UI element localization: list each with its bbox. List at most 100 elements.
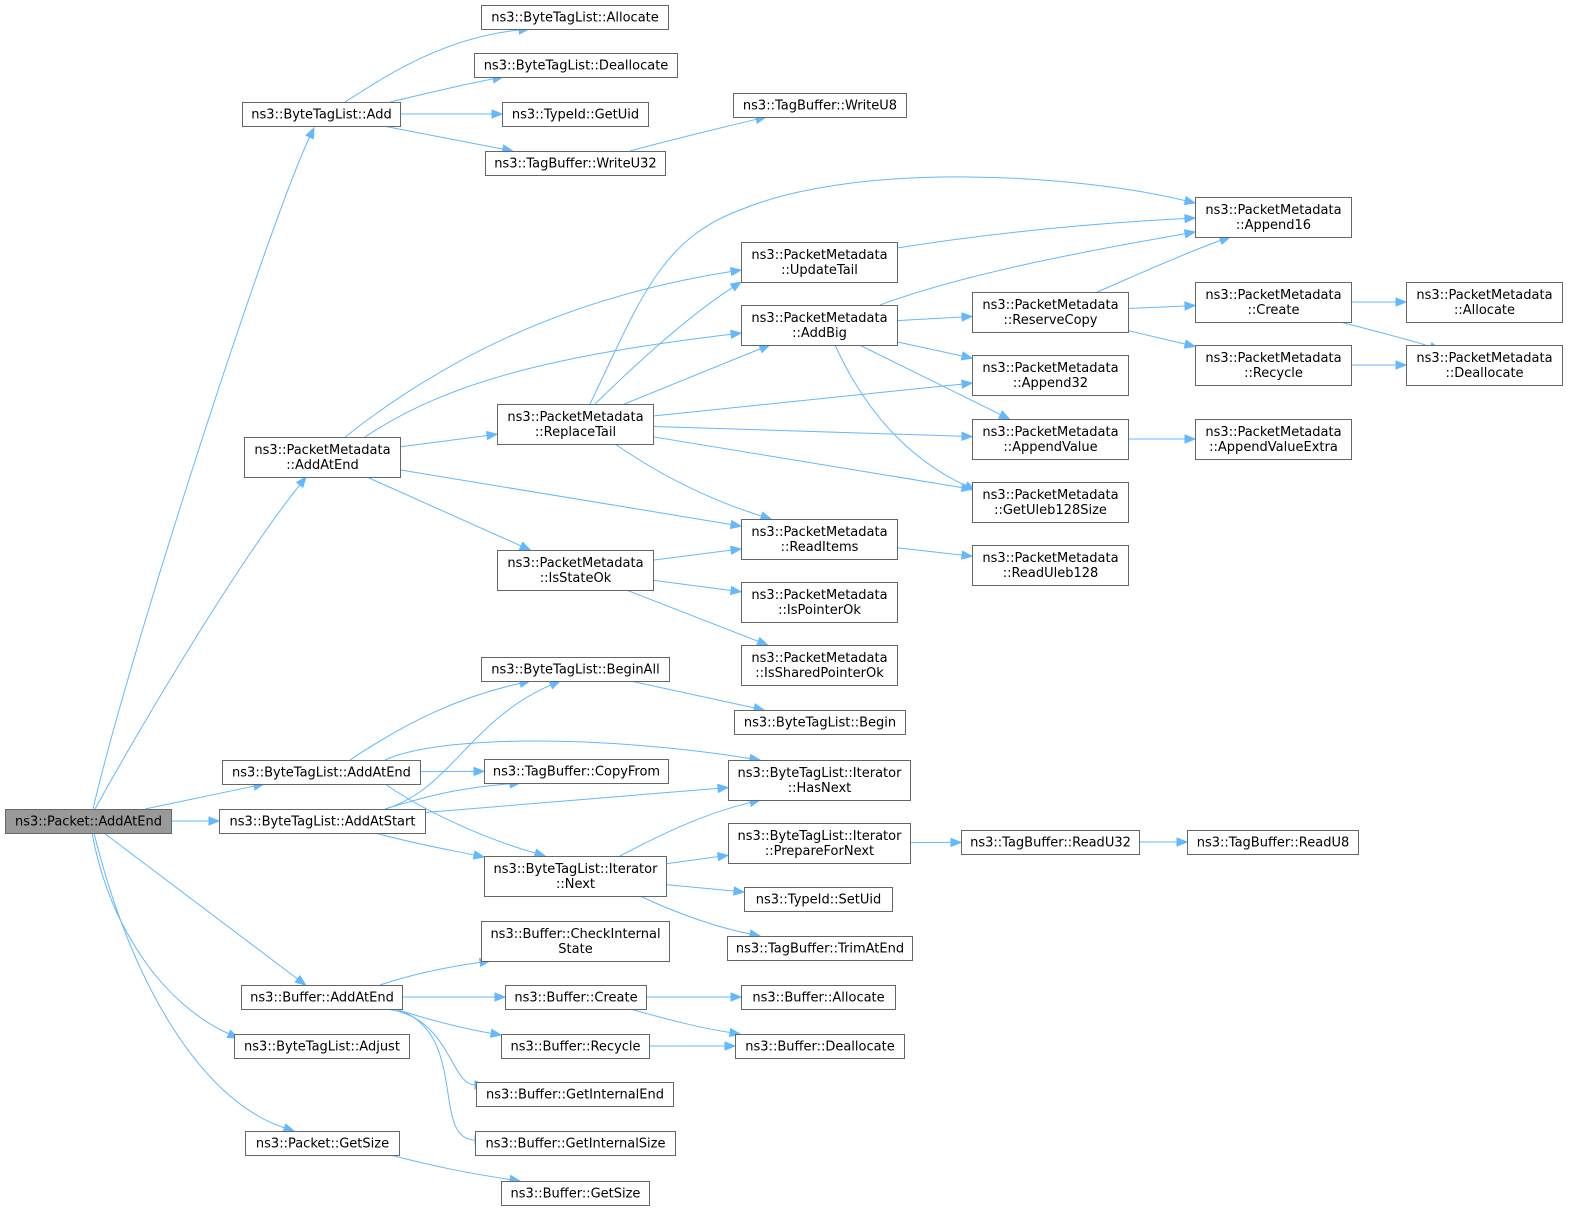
node-buf-allocate[interactable]: ns3::Buffer::Allocate bbox=[741, 985, 896, 1010]
node-label: ::IsPointerOk bbox=[778, 603, 861, 618]
node-label: ns3::ByteTagList::Iterator bbox=[738, 766, 903, 781]
edge-btl_addatstart-to-btl_beginall bbox=[384, 680, 562, 810]
edge-btl_add-to-typeid_getuid bbox=[400, 109, 504, 119]
node-pm-allocate[interactable]: ns3::PacketMetadata::Allocate bbox=[1406, 282, 1563, 323]
node-btl-addatstart[interactable]: ns3::ByteTagList::AddAtStart bbox=[219, 809, 426, 834]
node-pm-issharedpointerok[interactable]: ns3::PacketMetadata::IsSharedPointerOk bbox=[741, 645, 898, 686]
edge-buf_addatend-to-buf_create bbox=[402, 992, 507, 1002]
node-btl-it-hasnext[interactable]: ns3::ByteTagList::Iterator::HasNext bbox=[728, 760, 911, 801]
node-pm-append16[interactable]: ns3::PacketMetadata::Append16 bbox=[1195, 197, 1352, 238]
node-pm-create[interactable]: ns3::PacketMetadata::Create bbox=[1195, 282, 1352, 323]
edge-line bbox=[624, 348, 761, 405]
node-box bbox=[972, 482, 1129, 523]
node-box bbox=[1195, 345, 1352, 386]
edge-pm_create-to-pm_allocate bbox=[1351, 297, 1408, 307]
edge-line bbox=[859, 344, 1001, 416]
node-buf-addatend[interactable]: ns3::Buffer::AddAtEnd bbox=[241, 985, 403, 1010]
node-label: ns3::PacketMetadata bbox=[751, 525, 887, 540]
node-pm-readuleb128[interactable]: ns3::PacketMetadata::ReadUleb128 bbox=[972, 545, 1129, 586]
node-btl-add[interactable]: ns3::ByteTagList::Add bbox=[242, 102, 401, 127]
edge-arrowhead bbox=[494, 992, 507, 1002]
node-buf-recycle[interactable]: ns3::Buffer::Recycle bbox=[501, 1034, 650, 1059]
node-tb-writeu8[interactable]: ns3::TagBuffer::WriteU8 bbox=[733, 93, 907, 118]
node-box bbox=[474, 53, 678, 78]
node-btl-beginall[interactable]: ns3::ByteTagList::BeginAll bbox=[481, 657, 670, 682]
node-btl-it-next[interactable]: ns3::ByteTagList::Iterator::Next bbox=[484, 856, 667, 897]
edge-btl_addatend-to-btl_beginall bbox=[349, 678, 532, 761]
node-buf-create[interactable]: ns3::Buffer::Create bbox=[505, 985, 647, 1010]
edge-arrowhead bbox=[491, 109, 504, 119]
node-buf-getinternalsize[interactable]: ns3::Buffer::GetInternalSize bbox=[475, 1131, 676, 1156]
node-pm-reservecopy[interactable]: ns3::PacketMetadata::ReserveCopy bbox=[972, 292, 1129, 333]
edge-pm_addatend-to-pm_updatetail bbox=[344, 266, 743, 438]
node-tb-copyfrom[interactable]: ns3::TagBuffer::CopyFrom bbox=[484, 759, 669, 784]
edge-line bbox=[424, 787, 719, 814]
node-label: ns3::PacketMetadata bbox=[507, 556, 643, 571]
node-box bbox=[222, 760, 421, 785]
edge-line bbox=[629, 118, 757, 152]
node-pm-appendvalue[interactable]: ns3::PacketMetadata::AppendValue bbox=[972, 419, 1129, 460]
edge-pkt_addatend-to-pm_addatend bbox=[94, 475, 307, 810]
edge-pm_recycle-to-pm_deallocate bbox=[1351, 360, 1408, 370]
edge-arrowhead bbox=[724, 1041, 737, 1051]
node-buf-deallocate[interactable]: ns3::Buffer::Deallocate bbox=[735, 1034, 905, 1059]
edge-arrowhead bbox=[729, 585, 743, 596]
node-tb-trimatend[interactable]: ns3::TagBuffer::TrimAtEnd bbox=[727, 936, 913, 961]
node-buf-getsize[interactable]: ns3::Buffer::GetSize bbox=[501, 1181, 650, 1206]
node-label: ns3::Buffer::CheckInternal bbox=[490, 927, 660, 942]
edge-pm_isstateok-to-pm_ispointerok bbox=[652, 579, 743, 596]
node-btl-begin[interactable]: ns3::ByteTagList::Begin bbox=[734, 710, 906, 735]
node-btl-it-preparefornext[interactable]: ns3::ByteTagList::Iterator::PrepareForNe… bbox=[728, 823, 911, 864]
node-pm-isstateok[interactable]: ns3::PacketMetadata::IsStateOk bbox=[497, 550, 654, 591]
node-pm-readitems[interactable]: ns3::PacketMetadata::ReadItems bbox=[741, 519, 898, 560]
node-box bbox=[1195, 282, 1352, 323]
node-box bbox=[1195, 419, 1352, 460]
node-label: ns3::PacketMetadata bbox=[982, 488, 1118, 503]
node-tb-writeu32[interactable]: ns3::TagBuffer::WriteU32 bbox=[485, 151, 666, 176]
edge-buf_recycle-to-buf_deallocate bbox=[649, 1041, 737, 1051]
edge-line bbox=[896, 547, 963, 556]
edge-pm_addbig-to-pm_append32 bbox=[896, 341, 974, 361]
node-pm-recycle[interactable]: ns3::PacketMetadata::Recycle bbox=[1195, 345, 1352, 386]
node-label: ns3::PacketMetadata bbox=[254, 443, 390, 458]
edge-line bbox=[399, 469, 732, 525]
node-typeid-getuid[interactable]: ns3::TypeId::GetUid bbox=[502, 102, 649, 127]
node-pm-replacetail[interactable]: ns3::PacketMetadata::ReplaceTail bbox=[497, 404, 654, 445]
edge-arrowhead bbox=[489, 1028, 503, 1038]
node-box bbox=[481, 5, 669, 30]
node-pm-updatetail[interactable]: ns3::PacketMetadata::UpdateTail bbox=[741, 242, 898, 283]
node-label: ::HasNext bbox=[788, 781, 852, 796]
edge-line bbox=[639, 895, 751, 935]
node-btl-allocate[interactable]: ns3::ByteTagList::Allocate bbox=[481, 5, 669, 30]
node-box bbox=[475, 1131, 676, 1156]
node-label: ns3::PacketMetadata bbox=[982, 361, 1118, 376]
edge-line bbox=[91, 832, 230, 1035]
node-box bbox=[972, 545, 1129, 586]
node-tb-readu32[interactable]: ns3::TagBuffer::ReadU32 bbox=[961, 830, 1140, 855]
node-pm-append32[interactable]: ns3::PacketMetadata::Append32 bbox=[972, 355, 1129, 396]
node-box bbox=[245, 1131, 400, 1156]
node-label: ns3::ByteTagList::Allocate bbox=[491, 11, 659, 26]
node-pm-addbig[interactable]: ns3::PacketMetadata::AddBig bbox=[741, 305, 898, 346]
edge-line bbox=[626, 589, 759, 642]
node-label: ns3::ByteTagList::Deallocate bbox=[484, 59, 669, 74]
node-pm-getuleb128size[interactable]: ns3::PacketMetadata::GetUleb128Size bbox=[972, 482, 1129, 523]
node-buf-getinternalend[interactable]: ns3::Buffer::GetInternalEnd bbox=[476, 1082, 674, 1107]
edge-line bbox=[383, 125, 504, 150]
node-pm-ispointerok[interactable]: ns3::PacketMetadata::IsPointerOk bbox=[741, 582, 898, 623]
node-tb-readu8[interactable]: ns3::TagBuffer::ReadU8 bbox=[1187, 830, 1359, 855]
node-typeid-setuid[interactable]: ns3::TypeId::SetUid bbox=[744, 887, 893, 912]
node-pm-appendvalueextra[interactable]: ns3::PacketMetadata::AppendValueExtra bbox=[1195, 419, 1352, 460]
node-btl-adjust[interactable]: ns3::ByteTagList::Adjust bbox=[234, 1034, 410, 1059]
node-btl-addatend[interactable]: ns3::ByteTagList::AddAtEnd bbox=[222, 760, 421, 785]
node-pm-addatend[interactable]: ns3::PacketMetadata::AddAtEnd bbox=[244, 437, 401, 478]
edge-arrowhead bbox=[1183, 339, 1197, 349]
node-label: ns3::TagBuffer::WriteU32 bbox=[494, 157, 656, 172]
node-btl-deallocate[interactable]: ns3::ByteTagList::Deallocate bbox=[474, 53, 678, 78]
node-pkt-getsize[interactable]: ns3::Packet::GetSize bbox=[245, 1131, 400, 1156]
edge-line bbox=[619, 801, 751, 857]
edge-pm_replacetail-to-pm_getuleb128size bbox=[652, 436, 974, 493]
node-pm-deallocate[interactable]: ns3::PacketMetadata::Deallocate bbox=[1406, 345, 1563, 386]
edge-arrowhead bbox=[961, 550, 974, 560]
